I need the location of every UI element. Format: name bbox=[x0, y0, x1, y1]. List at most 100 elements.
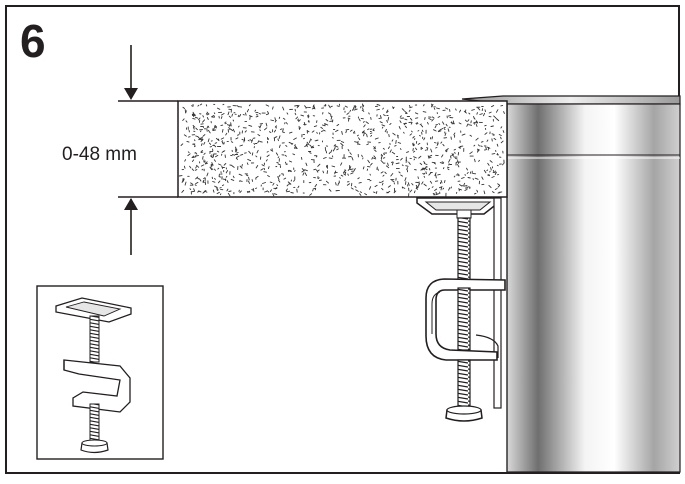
countertop-speckle bbox=[451, 123, 453, 124]
countertop-speckle bbox=[252, 180, 253, 182]
countertop-speckle bbox=[402, 165, 403, 166]
countertop-speckle bbox=[454, 149, 455, 150]
countertop-speckle bbox=[208, 126, 209, 127]
countertop-speckle bbox=[213, 116, 214, 117]
countertop-speckle bbox=[254, 144, 255, 145]
countertop-speckle bbox=[301, 157, 302, 159]
countertop-speckle bbox=[233, 120, 234, 121]
countertop-speckle bbox=[436, 148, 437, 149]
countertop-speckle bbox=[431, 104, 432, 105]
countertop-speckle bbox=[444, 127, 445, 128]
countertop-speckle bbox=[412, 131, 413, 132]
countertop-speckle bbox=[420, 135, 421, 136]
countertop-speckle bbox=[455, 152, 456, 153]
countertop-speckle bbox=[206, 113, 207, 114]
countertop-speckle bbox=[487, 170, 488, 171]
countertop-speckle bbox=[329, 158, 332, 159]
countertop-speckle bbox=[220, 194, 221, 195]
countertop-speckle bbox=[265, 191, 267, 192]
countertop-speckle bbox=[310, 153, 311, 154]
countertop-speckle bbox=[497, 165, 498, 166]
countertop-speckle bbox=[291, 192, 294, 193]
countertop-speckle bbox=[423, 174, 425, 175]
countertop-speckle bbox=[485, 125, 487, 126]
countertop-speckle bbox=[222, 185, 223, 186]
countertop-speckle bbox=[248, 140, 249, 141]
countertop-speckle bbox=[363, 122, 364, 123]
countertop-speckle bbox=[276, 137, 277, 138]
countertop-speckle bbox=[340, 178, 341, 179]
countertop-speckle bbox=[221, 125, 223, 126]
countertop-speckle bbox=[435, 143, 437, 144]
countertop-speckle bbox=[451, 156, 452, 158]
countertop-speckle bbox=[429, 169, 430, 170]
countertop-speckle bbox=[242, 165, 243, 167]
countertop-speckle bbox=[391, 162, 393, 163]
countertop-speckle bbox=[409, 106, 410, 107]
countertop-speckle bbox=[225, 122, 226, 123]
countertop-speckle bbox=[327, 171, 328, 174]
countertop-speckle bbox=[336, 183, 337, 185]
countertop-speckle bbox=[485, 110, 486, 112]
countertop-speckle bbox=[287, 191, 290, 192]
clamp-detail-inset bbox=[37, 286, 163, 459]
countertop-speckle bbox=[285, 162, 286, 164]
countertop-speckle bbox=[424, 105, 425, 106]
countertop-speckle bbox=[348, 174, 349, 175]
countertop-speckle bbox=[442, 162, 444, 163]
countertop-speckle bbox=[468, 178, 470, 179]
countertop-speckle bbox=[376, 192, 377, 194]
countertop-speckle bbox=[242, 139, 244, 140]
step-number: 6 bbox=[20, 18, 46, 64]
countertop-speckle bbox=[436, 175, 437, 178]
countertop-speckle bbox=[237, 153, 239, 154]
countertop-speckle bbox=[256, 188, 257, 189]
countertop-speckle bbox=[326, 151, 327, 153]
countertop-speckle bbox=[246, 113, 247, 115]
countertop-speckle bbox=[231, 123, 232, 126]
countertop-speckle bbox=[414, 159, 415, 160]
countertop-speckle bbox=[424, 176, 425, 177]
countertop bbox=[178, 101, 507, 197]
countertop-speckle bbox=[481, 146, 483, 147]
countertop-speckle bbox=[474, 119, 475, 120]
countertop-speckle bbox=[278, 157, 279, 158]
countertop-speckle bbox=[357, 135, 358, 136]
countertop-speckle bbox=[215, 143, 217, 144]
countertop-speckle bbox=[488, 147, 489, 150]
countertop-speckle bbox=[295, 113, 296, 115]
countertop-speckle bbox=[190, 189, 191, 190]
countertop-speckle bbox=[212, 116, 213, 117]
countertop-speckle bbox=[477, 113, 478, 115]
countertop-speckle bbox=[398, 137, 399, 138]
countertop-speckle bbox=[364, 133, 365, 136]
countertop-speckle bbox=[367, 134, 368, 137]
countertop-speckle bbox=[414, 144, 415, 146]
countertop-speckle bbox=[406, 160, 407, 161]
countertop-speckle bbox=[260, 130, 261, 131]
countertop-speckle bbox=[456, 109, 457, 110]
thickness-label: 0-48 mm bbox=[62, 144, 137, 166]
countertop-speckle bbox=[481, 142, 483, 143]
countertop-speckle bbox=[501, 137, 502, 139]
countertop-speckle bbox=[321, 131, 323, 132]
countertop-speckle bbox=[444, 129, 445, 130]
countertop-speckle bbox=[350, 110, 351, 111]
countertop-speckle bbox=[346, 129, 349, 130]
countertop-speckle bbox=[252, 190, 253, 191]
countertop-speckle bbox=[279, 117, 280, 118]
countertop-speckle bbox=[422, 130, 423, 131]
countertop-speckle bbox=[355, 142, 358, 143]
countertop-speckle bbox=[264, 172, 267, 173]
countertop-speckle bbox=[201, 131, 202, 132]
countertop-speckle bbox=[369, 113, 370, 114]
countertop-speckle bbox=[188, 152, 189, 153]
countertop-speckle bbox=[319, 178, 320, 179]
countertop-speckle bbox=[426, 172, 427, 174]
countertop-speckle bbox=[196, 136, 198, 137]
countertop-speckle bbox=[231, 142, 232, 143]
countertop-speckle bbox=[270, 182, 272, 183]
countertop-speckle bbox=[194, 140, 195, 141]
countertop-speckle bbox=[387, 192, 389, 193]
countertop-speckle bbox=[420, 124, 421, 125]
